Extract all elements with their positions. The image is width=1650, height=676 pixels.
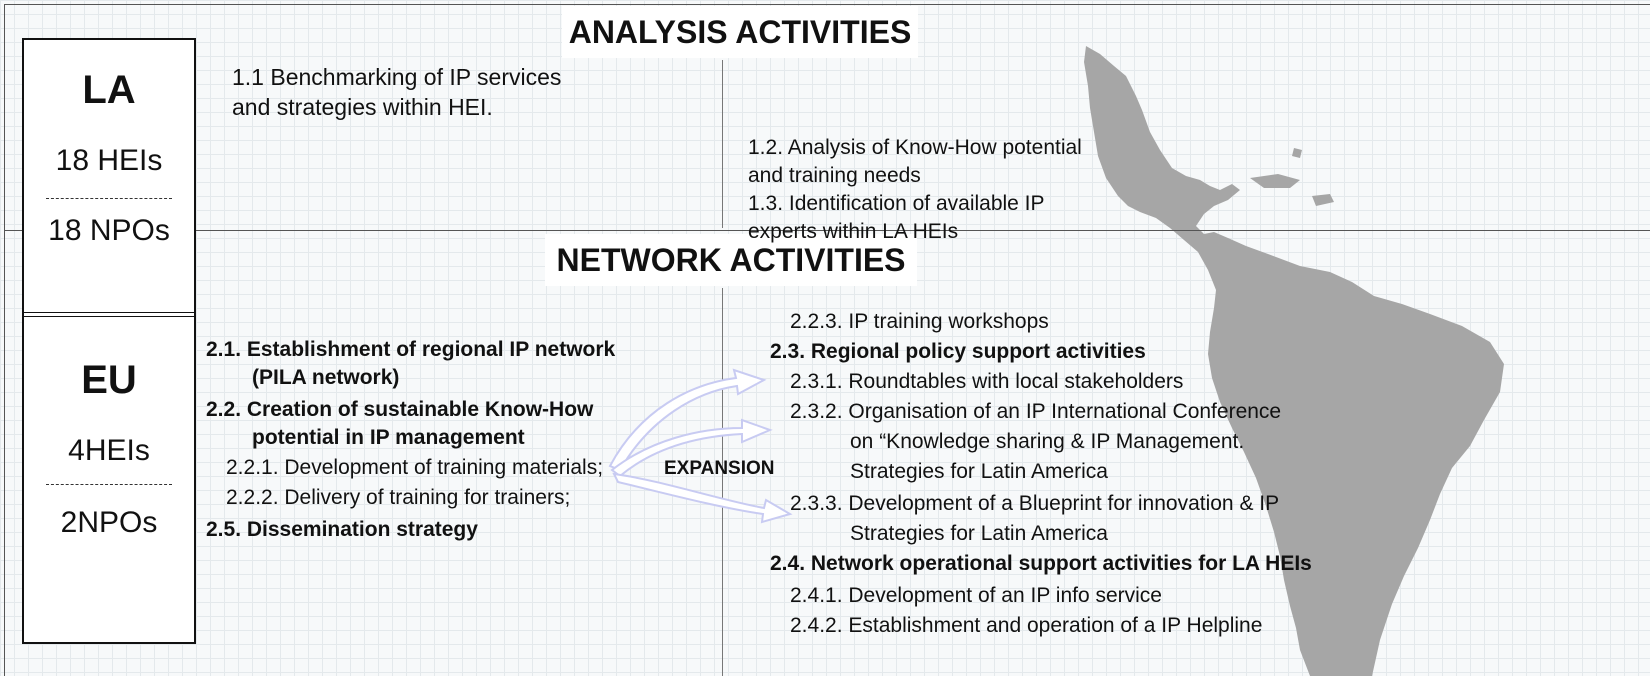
analysis-item-1-1-line1: 1.1 Benchmarking of IP services [232, 64, 562, 90]
network-item-2-3-2-cont1: on “Knowledge sharing & IP Management. [850, 430, 1245, 453]
la-dash-divider [46, 198, 172, 199]
analysis-item-1-1-line2: and strategies within HEI. [232, 94, 493, 120]
analysis-column-divider [722, 60, 723, 228]
network-item-2-3: 2.3. Regional policy support activities [770, 340, 1146, 363]
network-item-2-3-2-cont2: Strategies for Latin America [850, 460, 1108, 483]
analysis-item-1-3-line1: 1.3. Identification of available IP [748, 192, 1045, 215]
network-item-2-2: 2.2. Creation of sustainable Know-How [206, 398, 594, 421]
top-frame-line [4, 4, 1650, 5]
analysis-item-1-2-line1: 1.2. Analysis of Know-How potential [748, 136, 1082, 159]
region-box: LA 18 HEIs 18 NPOs EU 4HEIs 2NPOs [22, 38, 196, 644]
la-label: LA [82, 68, 136, 112]
expansion-label: EXPANSION [664, 458, 775, 479]
eu-dash-divider [46, 484, 172, 485]
network-item-2-2-3: 2.2.3. IP training workshops [790, 310, 1049, 333]
network-item-2-5: 2.5. Dissemination strategy [206, 518, 478, 541]
analysis-item-1-3-line2: experts within LA HEIs [748, 220, 959, 243]
eu-label: EU [81, 358, 137, 402]
left-frame-line [4, 4, 5, 676]
network-item-2-2-1: 2.2.1. Development of training materials… [226, 456, 604, 479]
la-npos: 18 NPOs [48, 214, 170, 247]
network-item-2-4-2: 2.4.2. Establishment and operation of a … [790, 614, 1263, 637]
analysis-item-1-2-line2: and training needs [748, 164, 921, 187]
region-divider [24, 312, 194, 317]
network-column-divider [722, 288, 723, 676]
network-item-2-3-3: 2.3.3. Development of a Blueprint for in… [790, 492, 1280, 515]
network-item-2-4-1: 2.4.1. Development of an IP info service [790, 584, 1162, 607]
network-title: NETWORK ACTIVITIES [545, 234, 917, 286]
network-item-2-3-3-cont: Strategies for Latin America [850, 522, 1108, 545]
eu-npos: 2NPOs [60, 506, 158, 539]
network-item-2-3-1: 2.3.1. Roundtables with local stakeholde… [790, 370, 1184, 393]
network-item-2-1-cont: (PILA network) [252, 366, 400, 389]
middle-frame-line [4, 230, 1650, 231]
eu-heis: 4HEIs [68, 434, 150, 467]
network-item-2-2-cont: potential in IP management [252, 426, 525, 449]
la-heis: 18 HEIs [55, 144, 163, 177]
network-item-2-4: 2.4. Network operational support activit… [770, 552, 1312, 575]
network-item-2-2-2: 2.2.2. Delivery of training for trainers… [226, 486, 571, 509]
analysis-title: ANALYSIS ACTIVITIES [562, 6, 918, 58]
network-item-2-1: 2.1. Establishment of regional IP networ… [206, 338, 616, 361]
network-item-2-3-2: 2.3.2. Organisation of an IP Internation… [790, 400, 1282, 423]
